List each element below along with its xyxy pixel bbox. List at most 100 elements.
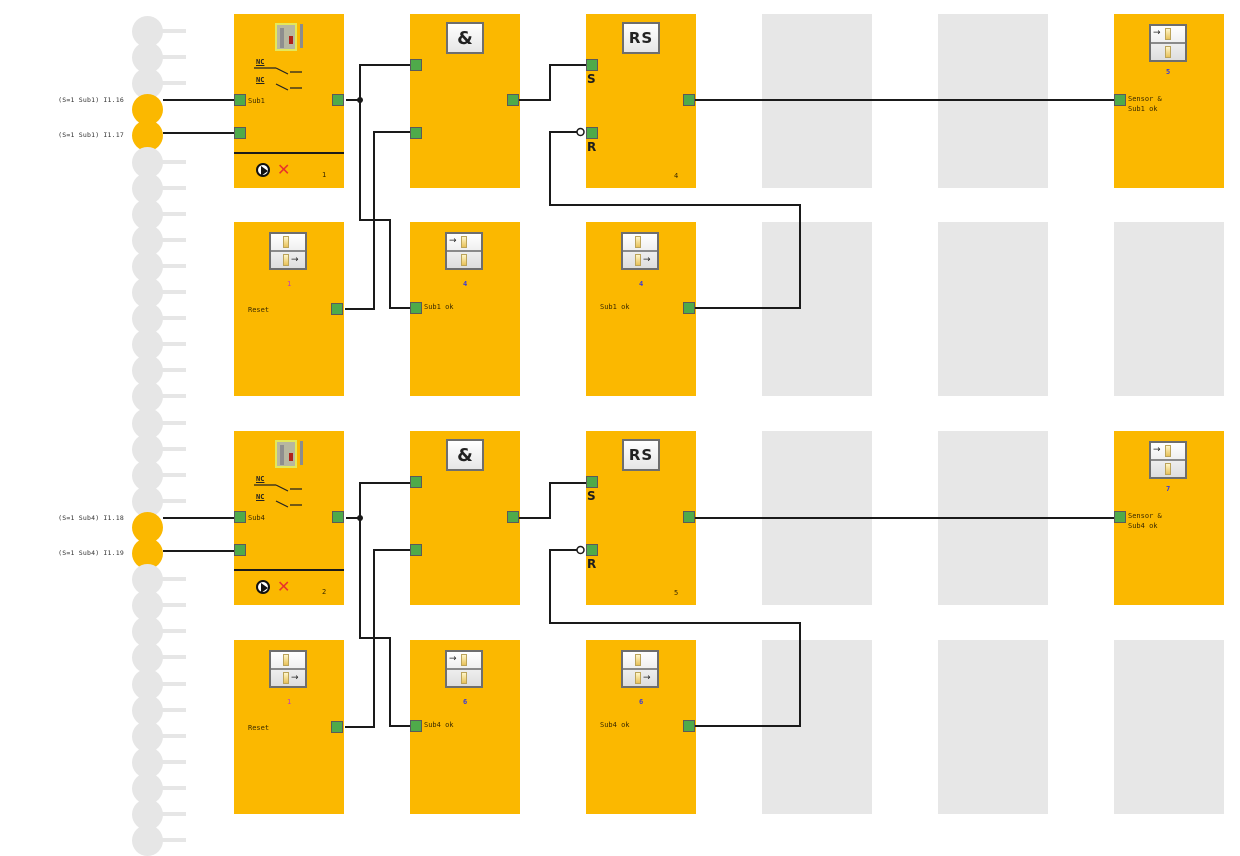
reset-flag-block[interactable]: → 1 Reset	[234, 640, 344, 814]
door-monitor-block[interactable]: NC NC Sub4 ✕ 2	[234, 431, 344, 605]
wire[interactable]	[519, 64, 586, 101]
input-terminal[interactable]	[132, 172, 163, 204]
output-pin[interactable]	[683, 94, 695, 106]
input-terminal[interactable]	[132, 42, 163, 74]
empty-slot[interactable]	[762, 14, 872, 188]
input-pin[interactable]	[410, 476, 422, 488]
input-terminal[interactable]	[132, 68, 163, 100]
output-flag-block[interactable]: → 5 Sensor & Sub1 ok	[1114, 14, 1224, 188]
input-terminal[interactable]	[132, 590, 163, 622]
output-pin[interactable]	[507, 511, 519, 523]
input-terminal[interactable]	[132, 772, 163, 804]
input-terminal[interactable]	[132, 277, 163, 308]
input-terminal[interactable]	[132, 146, 163, 178]
input-pin[interactable]	[234, 511, 246, 523]
reset-flag-block[interactable]: → 1 Reset	[234, 222, 344, 396]
input-pin[interactable]	[234, 544, 246, 556]
input-terminal[interactable]	[132, 694, 163, 726]
empty-slot[interactable]	[938, 222, 1048, 396]
input-terminal[interactable]	[132, 250, 163, 282]
and-gate-block[interactable]: &	[410, 431, 520, 605]
input-terminal-active[interactable]	[132, 538, 163, 569]
sub-ok-flag-out-block[interactable]: → 6 Sub4 ok	[586, 640, 696, 814]
and-gate-icon: &	[446, 439, 484, 471]
set-input-pin[interactable]	[586, 476, 598, 488]
input-terminal[interactable]	[132, 407, 163, 439]
output-pin[interactable]	[683, 511, 695, 523]
input-terminal[interactable]	[132, 485, 163, 517]
input-terminal[interactable]	[132, 303, 163, 335]
input-pin[interactable]	[234, 94, 246, 106]
set-input-pin[interactable]	[586, 59, 598, 71]
input-pin[interactable]	[410, 127, 422, 139]
input-pin[interactable]	[234, 127, 246, 139]
rs-flipflop-block[interactable]: RS S R 4	[586, 14, 696, 188]
input-terminal-stub	[160, 55, 186, 60]
input-pin[interactable]	[410, 302, 422, 314]
rs-flipflop-block[interactable]: RS S R 5	[586, 431, 696, 605]
empty-slot[interactable]	[938, 640, 1048, 814]
empty-slot[interactable]	[1114, 222, 1224, 396]
input-terminal[interactable]	[132, 16, 163, 47]
input-terminal[interactable]	[132, 616, 163, 648]
empty-slot[interactable]	[938, 14, 1048, 188]
input-terminal[interactable]	[132, 668, 163, 700]
input-pin[interactable]	[410, 59, 422, 71]
block-number: 4	[674, 172, 679, 180]
input-pin[interactable]	[410, 544, 422, 556]
wire[interactable]	[519, 482, 586, 519]
input-terminal[interactable]	[132, 799, 163, 830]
input-terminal[interactable]	[132, 381, 163, 413]
input-pin[interactable]	[1114, 511, 1126, 523]
input-terminal[interactable]	[132, 355, 163, 387]
wire[interactable]	[359, 100, 410, 309]
empty-slot[interactable]	[762, 431, 872, 605]
empty-slot[interactable]	[1114, 640, 1224, 814]
output-pin[interactable]	[332, 94, 344, 106]
output-pin[interactable]	[331, 721, 343, 733]
output-pin[interactable]	[331, 303, 343, 315]
input-terminal[interactable]	[132, 433, 163, 465]
empty-slot[interactable]	[762, 222, 872, 396]
diagnostics-disabled-icon[interactable]: ✕	[277, 160, 291, 179]
input-terminal-active[interactable]	[132, 511, 163, 543]
input-terminal[interactable]	[132, 198, 163, 230]
and-gate-block[interactable]: &	[410, 14, 520, 188]
input-terminal-stub	[160, 81, 186, 86]
input-terminal-active[interactable]	[132, 120, 163, 152]
reset-input-pin[interactable]	[586, 127, 598, 139]
sub-ok-flag-in-block[interactable]: → 4 Sub1 ok	[410, 222, 520, 396]
input-pin[interactable]	[1114, 94, 1126, 106]
play-icon[interactable]	[256, 163, 270, 177]
wire[interactable]	[346, 482, 410, 519]
diagnostics-disabled-icon[interactable]: ✕	[277, 577, 291, 596]
output-pin[interactable]	[507, 94, 519, 106]
output-pin[interactable]	[683, 302, 695, 314]
input-terminal[interactable]	[132, 564, 163, 596]
flag-in-icon: →	[445, 650, 483, 688]
input-terminal[interactable]	[132, 459, 163, 491]
input-terminal[interactable]	[132, 720, 163, 752]
reset-input-pin[interactable]	[586, 544, 598, 556]
door-monitor-block[interactable]: NC NC Sub1 ✕ 1	[234, 14, 344, 188]
output-pin[interactable]	[332, 511, 344, 523]
input-terminal[interactable]	[132, 746, 163, 778]
wire[interactable]	[345, 549, 410, 728]
sub-ok-flag-out-block[interactable]: → 4 Sub1 ok	[586, 222, 696, 396]
flag-name: Sub1 ok	[600, 303, 630, 311]
play-icon[interactable]	[256, 580, 270, 594]
empty-slot[interactable]	[762, 640, 872, 814]
wire[interactable]	[346, 64, 410, 101]
input-terminal[interactable]	[132, 329, 163, 361]
empty-slot[interactable]	[938, 431, 1048, 605]
input-pin[interactable]	[410, 720, 422, 732]
output-flag-block[interactable]: → 7 Sensor & Sub4 ok	[1114, 431, 1224, 605]
input-terminal[interactable]	[132, 224, 163, 256]
sub-ok-flag-in-block[interactable]: → 6 Sub4 ok	[410, 640, 520, 814]
input-terminal[interactable]	[132, 642, 163, 674]
output-pin[interactable]	[683, 720, 695, 732]
input-terminal-active[interactable]	[132, 94, 163, 126]
wire[interactable]	[359, 518, 410, 727]
wire[interactable]	[345, 131, 410, 310]
